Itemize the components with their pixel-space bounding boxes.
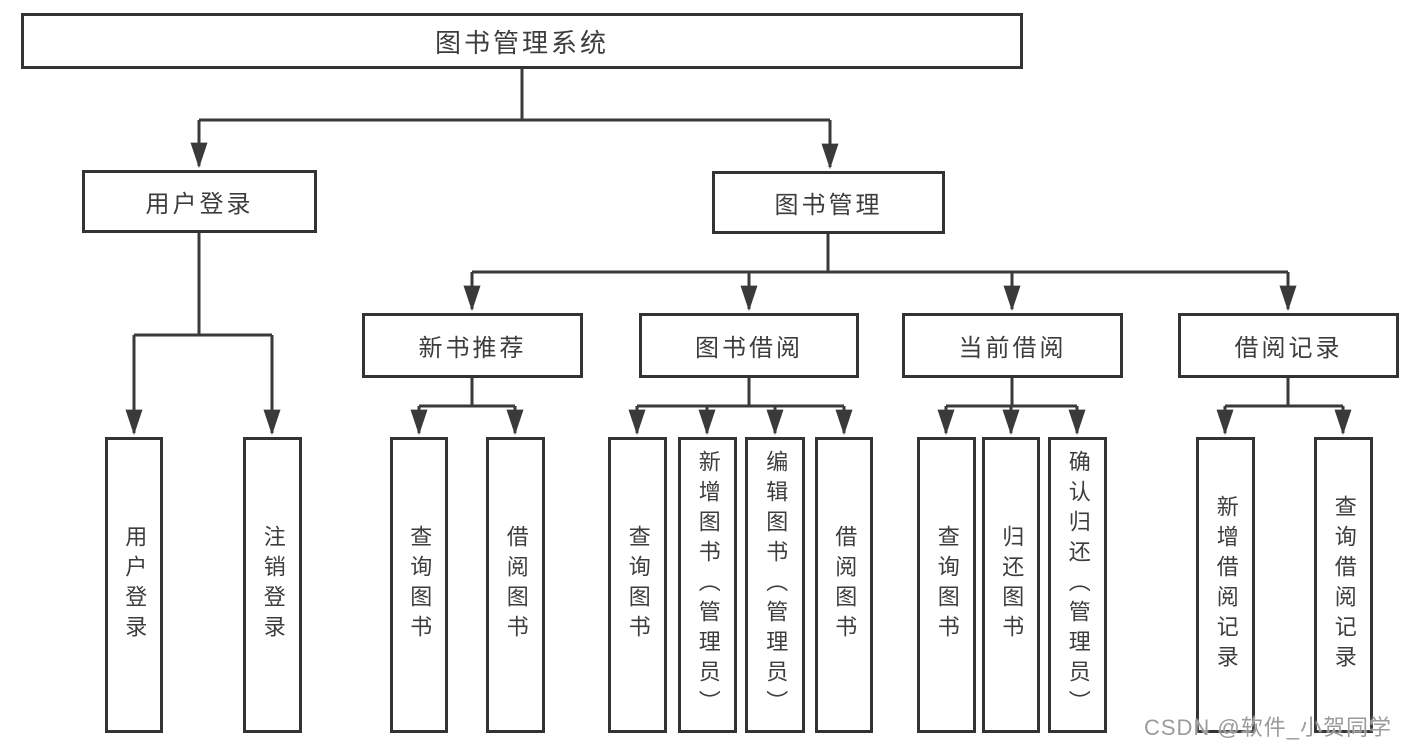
edges-book-management-to-level3 bbox=[463, 234, 1297, 312]
node-library-management-system: 图书管理系统 bbox=[21, 13, 1023, 69]
leaf-user-login: 用户登录 bbox=[105, 437, 163, 733]
leaf-add-borrow-record: 新增借阅记录 bbox=[1196, 437, 1255, 733]
leaf-query-books-3: 查询图书 bbox=[917, 437, 976, 733]
leaf-label: 归还图书 bbox=[999, 525, 1025, 645]
leaf-label: 借阅图书 bbox=[503, 525, 529, 645]
node-borrowing-records: 借阅记录 bbox=[1178, 313, 1399, 378]
edges-book-borrowing-to-leaves bbox=[628, 378, 853, 436]
connector-line bbox=[199, 69, 830, 122]
csdn-watermark: CSDN @软件_小贺同学 bbox=[1143, 715, 1392, 740]
edges-new-book-recommend-to-leaves bbox=[410, 378, 524, 436]
leaf-add-book-admin: 新增图书（管理员） bbox=[678, 437, 737, 733]
connector-line bbox=[1225, 378, 1343, 408]
connector-line bbox=[637, 378, 844, 408]
leaf-borrow-books-2: 借阅图书 bbox=[815, 437, 873, 733]
node-label: 图书管理 bbox=[774, 192, 883, 219]
edges-current-borrowing-to-leaves bbox=[937, 378, 1086, 436]
leaf-label: 用户登录 bbox=[122, 525, 148, 645]
node-label: 新书推荐 bbox=[418, 335, 527, 362]
node-label: 用户登录 bbox=[145, 191, 254, 218]
edges-borrowing-records-to-leaves bbox=[1216, 378, 1352, 436]
leaf-query-books-2: 查询图书 bbox=[608, 437, 667, 733]
connector-line bbox=[419, 378, 515, 408]
connector-line bbox=[472, 234, 1288, 274]
connector-line bbox=[134, 233, 272, 337]
node-current-borrowing: 当前借阅 bbox=[902, 313, 1123, 378]
leaf-edit-book-admin: 编辑图书（管理员） bbox=[745, 437, 805, 733]
node-label: 图书借阅 bbox=[695, 335, 803, 362]
leaf-borrow-books: 借阅图书 bbox=[486, 437, 545, 733]
node-book-borrowing: 图书借阅 bbox=[639, 313, 859, 378]
leaf-label: 查询图书 bbox=[934, 525, 960, 645]
leaf-query-books: 查询图书 bbox=[390, 437, 448, 733]
leaf-label: 注销登录 bbox=[260, 525, 286, 645]
leaf-label: 新增借阅记录 bbox=[1213, 495, 1239, 675]
edges-root-to-level2 bbox=[190, 69, 839, 170]
leaf-label: 编辑图书（管理员） bbox=[763, 450, 789, 720]
leaf-logout: 注销登录 bbox=[243, 437, 302, 733]
leaf-label: 借阅图书 bbox=[832, 525, 858, 645]
leaf-confirm-return-admin: 确认归还（管理员） bbox=[1048, 437, 1107, 733]
edges-user-login-to-leaves bbox=[125, 233, 281, 436]
leaf-return-book: 归还图书 bbox=[982, 437, 1040, 733]
node-new-book-recommend: 新书推荐 bbox=[362, 313, 583, 378]
leaf-query-borrow-record: 查询借阅记录 bbox=[1314, 437, 1373, 733]
node-book-management: 图书管理 bbox=[712, 171, 945, 234]
leaf-label: 查询图书 bbox=[625, 525, 651, 645]
leaf-label: 确认归还（管理员） bbox=[1065, 450, 1091, 720]
leaf-label: 查询图书 bbox=[407, 525, 433, 645]
node-label: 当前借阅 bbox=[958, 335, 1067, 362]
node-label: 借阅记录 bbox=[1234, 335, 1343, 362]
leaf-label: 新增图书（管理员） bbox=[695, 450, 721, 720]
node-label: 图书管理系统 bbox=[434, 27, 609, 58]
connector-line bbox=[946, 378, 1077, 408]
leaf-label: 查询借阅记录 bbox=[1331, 495, 1357, 675]
node-user-login: 用户登录 bbox=[82, 170, 317, 233]
